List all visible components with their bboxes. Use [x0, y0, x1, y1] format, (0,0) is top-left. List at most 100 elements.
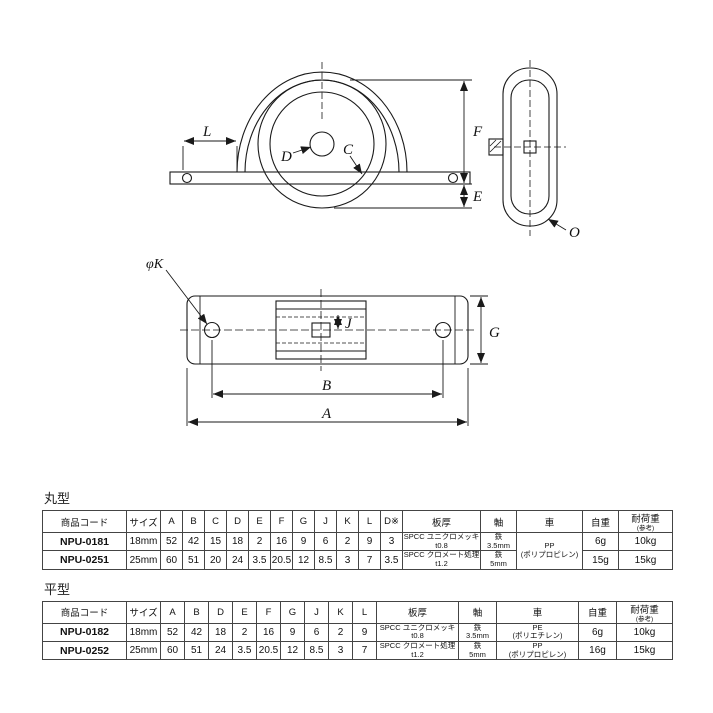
cell-load: 10kg: [618, 532, 673, 552]
dim-leader-D: [292, 146, 312, 154]
col-header-weight: 自重: [578, 600, 617, 624]
plate-thickness: t0.8: [435, 540, 448, 550]
plan-view-drawing: [180, 289, 475, 371]
cell-size: 18mm: [126, 532, 161, 552]
cell-F: 16: [270, 532, 293, 552]
cell-plate: SPCC ユニクロメッキ t0.8: [402, 532, 481, 552]
side-view-drawing: [488, 60, 566, 236]
front-left-tab-hole: [181, 172, 193, 184]
front-right-tab-hole: [447, 172, 459, 184]
cell-D: 18: [226, 532, 249, 552]
product-code: NPU-0252: [42, 641, 127, 661]
col-header-A: A: [160, 509, 183, 534]
col-header-shaft: 軸: [458, 600, 497, 624]
front-base-plate: [169, 171, 471, 185]
plate-thickness: t1.2: [411, 649, 424, 659]
dim-label-E: E: [472, 189, 482, 205]
cell-size: 18mm: [126, 622, 161, 643]
cell-E: 3.5: [248, 550, 271, 570]
wheel-material-name: (ポリエチレン): [512, 631, 563, 641]
cell-weight: 6g: [582, 532, 619, 552]
front-hub-hole: [309, 131, 335, 157]
load-header-text: 耐荷重: [631, 514, 660, 525]
col-header-K: K: [336, 509, 359, 534]
cell-load: 10kg: [616, 622, 673, 643]
cell-J: 8.5: [314, 550, 337, 570]
cell-load: 15kg: [618, 550, 673, 570]
col-header-A: A: [160, 600, 185, 624]
table-row: NPU-0252 25mm 60 51 24 3.5 20.5 12 8.5 3…: [42, 641, 673, 661]
col-header-J: J: [304, 600, 329, 624]
cell-A: 60: [160, 641, 185, 661]
wheel-material: PP: [544, 541, 555, 551]
product-code: NPU-0181: [42, 532, 127, 552]
cell-G: 9: [280, 622, 305, 643]
col-header-weight: 自重: [582, 509, 619, 534]
load-header-text: 耐荷重: [630, 604, 659, 616]
cell-wheel: PP (ポリプロピレン): [496, 641, 579, 661]
cell-F: 20.5: [256, 641, 281, 661]
table-row: NPU-0251 25mm 60 51 20 24 3.5 20.5 12 8.…: [42, 550, 673, 570]
cell-F: 20.5: [270, 550, 293, 570]
col-header-D: D: [208, 600, 233, 624]
cell-size: 25mm: [126, 641, 161, 661]
col-header-D: D: [226, 509, 249, 534]
shaft-size: 3.5mm: [466, 631, 489, 641]
col-header-shaft: 軸: [480, 509, 517, 534]
col-header-L: L: [358, 509, 381, 534]
col-header-wheel: 車: [516, 509, 583, 534]
cell-D: 18: [208, 622, 233, 643]
dim-label-B: B: [322, 378, 331, 394]
round-type-title: 丸型: [44, 491, 71, 506]
col-header-E: E: [232, 600, 257, 624]
col-header-G: G: [292, 509, 315, 534]
cell-plate: SPCC クロメート処理 t1.2: [376, 641, 459, 661]
plate-material: SPCC クロメート処理: [403, 550, 480, 560]
cell-D2: 3.5: [380, 550, 403, 570]
cell-weight: 16g: [578, 641, 617, 661]
col-header-L: L: [352, 600, 377, 624]
cell-C: 15: [204, 532, 227, 552]
front-wheel-outer: [257, 79, 387, 209]
table-round: 商品コード サイズ A B C D E F G J K L D※ 板厚 軸 車 …: [42, 509, 673, 570]
cell-K: 3: [328, 641, 353, 661]
cell-G: 9: [292, 532, 315, 552]
plate-material: SPCC ユニクロメッキ: [379, 623, 456, 632]
side-plate-hatch: [489, 139, 497, 147]
dim-leader-C: [349, 155, 363, 175]
cell-load: 15kg: [616, 641, 673, 661]
dim-label-L: L: [202, 124, 211, 140]
col-header-plate: 板厚: [376, 600, 459, 624]
plate-thickness: t0.8: [411, 631, 424, 641]
col-header-F: F: [270, 509, 293, 534]
side-view-dimensions: [547, 218, 567, 231]
wheel-material: PE: [532, 623, 543, 632]
cell-D: 24: [208, 641, 233, 661]
cell-J: 8.5: [304, 641, 329, 661]
dim-label-F: F: [472, 124, 483, 140]
cell-plate: SPCC ユニクロメッキ t0.8: [376, 622, 459, 643]
product-code: NPU-0251: [42, 550, 127, 570]
cell-G: 12: [292, 550, 315, 570]
plate-material: SPCC ユニクロメッキ: [403, 532, 480, 542]
cell-D: 24: [226, 550, 249, 570]
col-header-J: J: [314, 509, 337, 534]
shaft-material: 鉄: [494, 550, 503, 560]
cell-K: 2: [336, 532, 359, 552]
wheel-material-name: (ポリプロピレン): [508, 649, 567, 659]
table-flat: 商品コード サイズ A B D E F G J K L 板厚 軸 車 自重 耐荷…: [42, 600, 673, 661]
col-header-E: E: [248, 509, 271, 534]
flat-type-title: 平型: [44, 581, 71, 597]
plate-material: SPCC クロメート処理: [379, 641, 456, 651]
cell-A: 52: [160, 622, 185, 643]
cell-A: 60: [160, 550, 183, 570]
cell-G: 12: [280, 641, 305, 661]
dim-label-phiK: φK: [146, 257, 164, 272]
spec-tables: 丸型 商品コード サイズ A B C D E F G J K L D※: [42, 488, 674, 661]
col-header-plate: 板厚: [402, 509, 481, 534]
table-row: NPU-0182 18mm 52 42 18 2 16 9 6 2 9 SPCC…: [42, 622, 673, 643]
front-view-drawing: [169, 62, 471, 209]
col-header-code: 商品コード: [42, 600, 127, 624]
col-header-C: C: [204, 509, 227, 534]
